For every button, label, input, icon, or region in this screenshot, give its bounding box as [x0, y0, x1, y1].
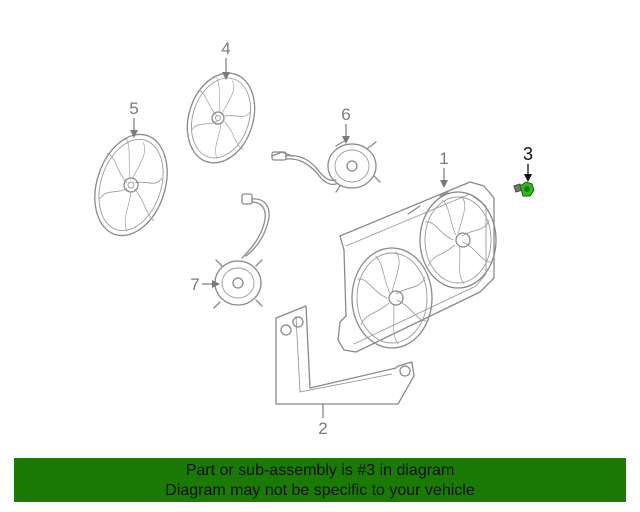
- callout-1: 1: [439, 149, 448, 168]
- leader-lines: [130, 58, 532, 418]
- parts-diagram: 4 5 6 1 7 2 3: [93, 39, 535, 438]
- fan-motor-6: [271, 139, 381, 193]
- fan-blade-5: [93, 126, 169, 244]
- callout-6: 6: [341, 105, 350, 124]
- caption-line-disclaimer: Diagram may not be specific to your vehi…: [165, 482, 475, 499]
- bracket-2: [275, 305, 415, 405]
- callout-3: 3: [523, 144, 533, 164]
- fan-shroud-assembly-1: [337, 181, 497, 353]
- callout-7: 7: [190, 275, 199, 294]
- caption-line-part-number: Part or sub-assembly is #3 in diagram: [185, 462, 455, 479]
- callout-4: 4: [221, 39, 230, 58]
- diagram-caption-banner: Part or sub-assembly is #3 in diagram Di…: [14, 458, 626, 502]
- callout-2: 2: [318, 419, 327, 438]
- fan-motor-7: [213, 193, 270, 309]
- highlighted-part-3[interactable]: [513, 181, 535, 197]
- callout-5: 5: [129, 99, 138, 118]
- fan-blade-4: [185, 67, 257, 169]
